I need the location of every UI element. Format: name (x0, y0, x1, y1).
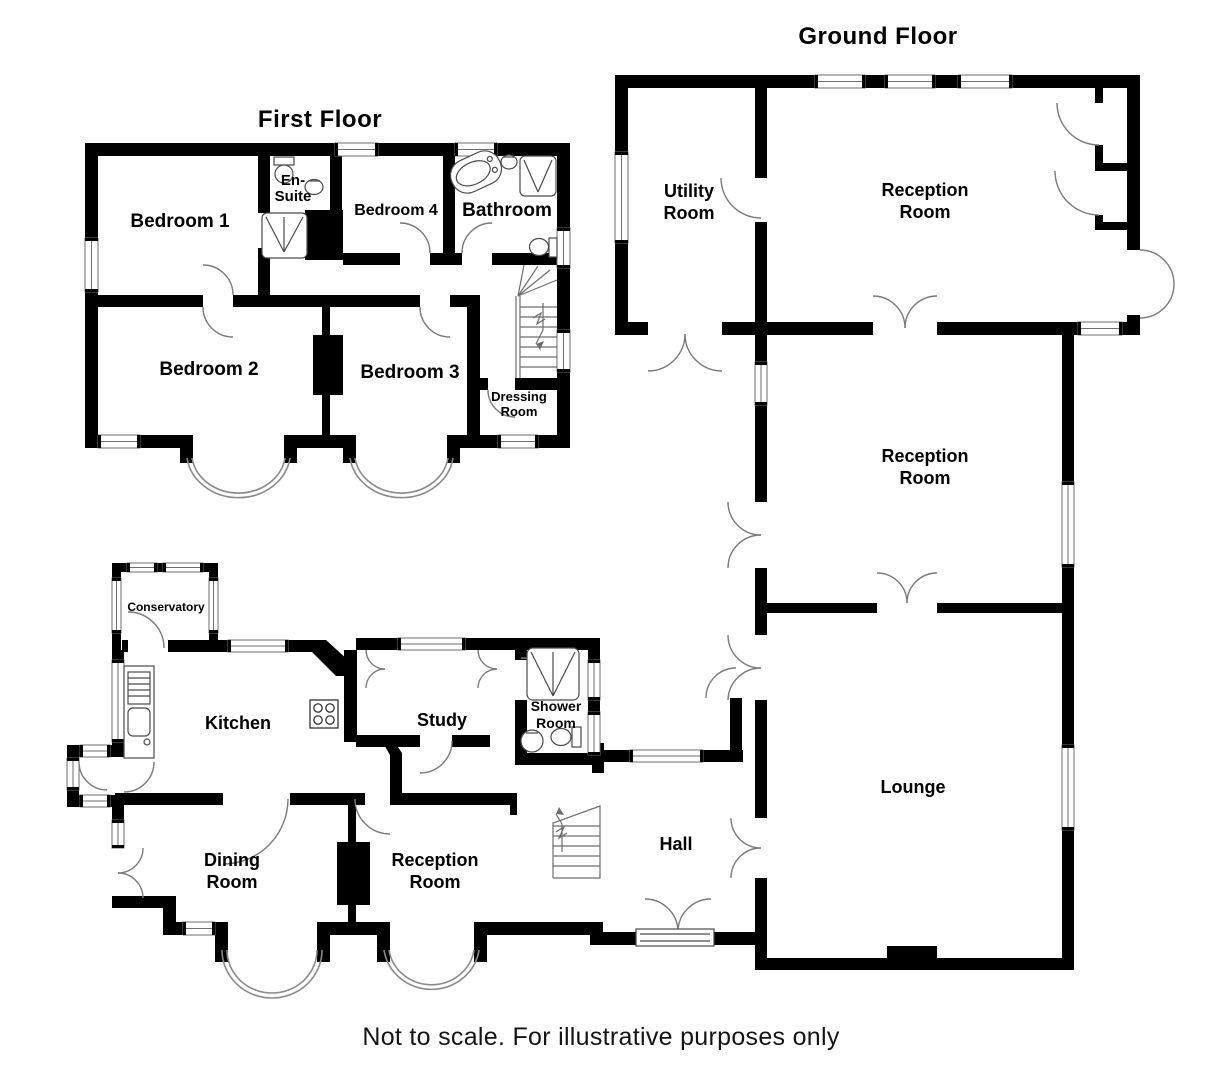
ensuite-toilet-icon (273, 156, 295, 184)
room-label-bedroom4: Bedroom 4 (354, 202, 438, 219)
room-label-ensuite: En- (281, 172, 305, 189)
room-label-bedroom2: Bedroom 2 (159, 359, 258, 380)
disclaimer-text: Not to scale. For illustrative purposes … (362, 1023, 839, 1051)
ensuite-sink-icon (304, 178, 324, 196)
shower-room-shower-icon (526, 647, 580, 701)
room-label-bathroom: Bathroom (462, 200, 552, 221)
title-first-floor: First Floor (258, 106, 382, 133)
labels: First Floor Ground Floor Bedroom 1 En- S… (127, 23, 968, 1051)
shower-room-sink-icon (520, 729, 544, 753)
fixtures (123, 150, 715, 947)
room-label-utility-2: Room (664, 203, 715, 223)
stairs-first-floor (515, 264, 558, 378)
room-label-reception-top-2: Room (900, 202, 951, 222)
room-label-dressing-2: Room (501, 404, 538, 419)
bathroom-sink-icon (500, 154, 518, 170)
walls (67, 75, 1140, 970)
title-ground-floor: Ground Floor (798, 23, 957, 50)
windows (66, 74, 1123, 936)
ensuite-shower-icon (261, 212, 308, 259)
room-label-shower-room-2: Room (536, 715, 576, 731)
room-label-study: Study (417, 710, 467, 730)
bathroom-bath-icon (449, 150, 503, 194)
bathroom-toilet-icon (528, 237, 558, 258)
room-label-dressing: Dressing (491, 389, 547, 404)
room-label-reception-bottom: Reception (391, 850, 478, 870)
room-label-kitchen: Kitchen (205, 713, 271, 733)
room-label-reception-middle-2: Room (900, 468, 951, 488)
entrance-sill (635, 928, 715, 947)
room-label-bedroom3: Bedroom 3 (360, 362, 459, 383)
room-label-dining: Dining (204, 850, 260, 870)
room-label-reception-middle: Reception (881, 446, 968, 466)
room-label-reception-bottom-2: Room (410, 872, 461, 892)
shower-room-toilet-icon (550, 726, 582, 748)
room-label-shower-room: Shower (531, 698, 582, 714)
room-label-hall: Hall (659, 834, 692, 854)
stairs-ground-floor (552, 805, 601, 879)
room-label-utility: Utility (664, 181, 714, 201)
kitchen-hob-icon (309, 699, 339, 729)
room-label-conservatory: Conservatory (127, 600, 205, 614)
bay-windows (186, 457, 480, 999)
room-label-bedroom1: Bedroom 1 (130, 211, 230, 232)
room-label-ensuite-2: Suite (275, 188, 312, 205)
kitchen-sink-unit-icon (123, 665, 155, 759)
room-label-reception-top: Reception (881, 180, 968, 200)
bathroom-shower-icon (519, 155, 557, 197)
room-label-lounge: Lounge (881, 777, 946, 797)
room-label-dining-2: Room (207, 872, 258, 892)
